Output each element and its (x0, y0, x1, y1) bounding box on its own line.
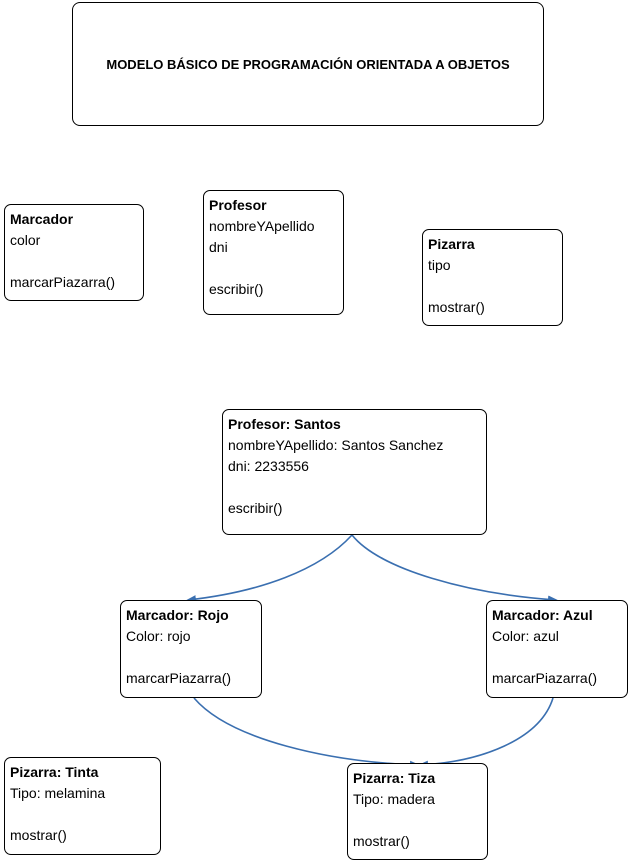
class-profesor-attr-2: dni (209, 239, 228, 255)
object-marcador-azul-name: Marcador: Azul (492, 607, 593, 623)
object-pizarra-tinta-attr: Tipo: melamina (10, 785, 106, 801)
object-pizarra-tinta: Pizarra: Tinta Tipo: melamina mostrar() (4, 757, 161, 855)
arrow-rojo-to-tiza (193, 697, 420, 769)
class-profesor-method: escribir() (209, 281, 264, 297)
diagram-title: MODELO BÁSICO DE PROGRAMACIÓN ORIENTADA … (106, 56, 510, 72)
arrow-santos-to-rojo (186, 534, 353, 604)
object-marcador-azul-method: marcarPiazarra() (492, 670, 598, 686)
object-marcador-rojo-name: Marcador: Rojo (126, 607, 229, 623)
class-marcador-attr: color (10, 232, 41, 248)
object-marcador-rojo: Marcador: Rojo Color: rojo marcarPiazarr… (120, 600, 262, 698)
arrow-santos-to-azul (351, 534, 558, 604)
object-profesor-santos-name: Profesor: Santos (228, 416, 341, 432)
object-pizarra-tiza: Pizarra: Tiza Tipo: madera mostrar() (347, 763, 488, 860)
object-pizarra-tinta-name: Pizarra: Tinta (10, 764, 99, 780)
object-pizarra-tiza-name: Pizarra: Tiza (353, 770, 436, 786)
object-profesor-santos-attr-2: dni: 2233556 (228, 458, 309, 474)
object-pizarra-tiza-method: mostrar() (353, 833, 410, 849)
diagram-title-box: MODELO BÁSICO DE PROGRAMACIÓN ORIENTADA … (72, 2, 544, 126)
object-marcador-rojo-method: marcarPiazarra() (126, 670, 232, 686)
object-marcador-azul-attr: Color: azul (492, 628, 559, 644)
class-pizarra: Pizarra tipo mostrar() (422, 229, 563, 326)
object-marcador-rojo-attr: Color: rojo (126, 628, 191, 644)
object-profesor-santos-attr-1: nombreYApellido: Santos Sanchez (228, 437, 444, 453)
class-marcador-method: marcarPiazarra() (10, 274, 116, 290)
object-profesor-santos: Profesor: Santos nombreYApellido: Santos… (222, 409, 487, 535)
class-profesor: Profesor nombreYApellido dni escribir() (203, 190, 344, 315)
arrow-azul-to-tiza (418, 697, 554, 769)
object-marcador-azul: Marcador: Azul Color: azul marcarPiazarr… (486, 600, 628, 698)
class-profesor-attr-1: nombreYApellido (209, 218, 315, 234)
object-pizarra-tinta-method: mostrar() (10, 827, 67, 843)
object-pizarra-tiza-attr: Tipo: madera (353, 791, 435, 807)
class-profesor-name: Profesor (209, 197, 267, 213)
class-marcador-name: Marcador (10, 211, 74, 227)
class-pizarra-name: Pizarra (428, 236, 475, 252)
class-marcador: Marcador color marcarPiazarra() (4, 204, 144, 301)
object-profesor-santos-method: escribir() (228, 500, 283, 516)
class-pizarra-attr: tipo (428, 257, 451, 273)
class-pizarra-method: mostrar() (428, 299, 485, 315)
